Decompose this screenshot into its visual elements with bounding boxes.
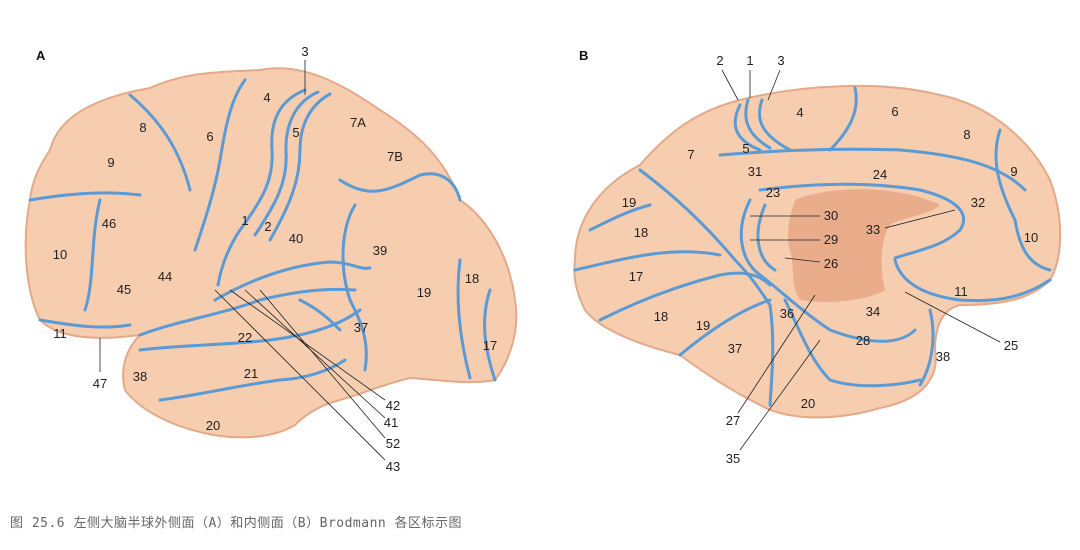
area-label-24: 24 [873, 167, 887, 182]
area-label-4: 4 [796, 105, 803, 120]
area-label-45: 45 [117, 282, 131, 297]
area-label-6: 6 [891, 104, 898, 119]
panel-b-title: B [579, 48, 588, 63]
area-label-8: 8 [963, 127, 970, 142]
area-label-43: 43 [386, 459, 400, 474]
area-label-11: 11 [53, 326, 67, 341]
area-label-44: 44 [158, 269, 172, 284]
area-label-21: 21 [244, 366, 258, 381]
area-label-17: 17 [629, 269, 643, 284]
area-label-47: 47 [93, 376, 107, 391]
area-label-7b: 7B [387, 149, 403, 164]
area-label-27: 27 [726, 413, 740, 428]
area-label-19: 19 [696, 318, 710, 333]
area-label-7: 7 [687, 147, 694, 162]
area-label-18: 18 [465, 271, 479, 286]
area-label-1: 1 [746, 53, 753, 68]
area-label-10: 10 [53, 247, 67, 262]
area-label-11: 11 [954, 284, 968, 299]
area-label-38: 38 [936, 349, 950, 364]
lateral-hemisphere [24, 67, 518, 439]
area-label-41: 41 [384, 415, 398, 430]
area-label-36: 36 [780, 306, 794, 321]
area-label-38: 38 [133, 369, 147, 384]
leader-lines [99, 60, 1001, 461]
area-label-3: 3 [777, 53, 784, 68]
area-label-19: 19 [417, 285, 431, 300]
area-label-28: 28 [856, 333, 870, 348]
area-label-46: 46 [102, 216, 116, 231]
panel-a-labels: 3 4 8 6 5 7A 7B 9 46 10 1 2 40 39 44 45 18 19 11 22 37 17 47 38… [53, 44, 497, 474]
area-label-34: 34 [866, 304, 880, 319]
area-label-6: 6 [206, 129, 213, 144]
area-label-26: 26 [824, 256, 838, 271]
area-label-37: 37 [354, 320, 368, 335]
area-label-31: 31 [748, 164, 762, 179]
area-label-40: 40 [289, 231, 303, 246]
area-label-1: 1 [241, 213, 248, 228]
area-label-5: 5 [742, 141, 749, 156]
area-label-39: 39 [373, 243, 387, 258]
area-label-17: 17 [483, 338, 497, 353]
area-label-29: 29 [824, 232, 838, 247]
area-label-20: 20 [801, 396, 815, 411]
area-label-23: 23 [766, 185, 780, 200]
area-label-7a: 7A [350, 115, 366, 130]
area-label-4: 4 [263, 90, 270, 105]
area-label-10: 10 [1024, 230, 1038, 245]
area-label-35: 35 [726, 451, 740, 466]
area-label-25: 25 [1004, 338, 1018, 353]
area-label-2: 2 [716, 53, 723, 68]
area-label-18: 18 [634, 225, 648, 240]
area-label-37: 37 [728, 341, 742, 356]
area-label-30: 30 [824, 208, 838, 223]
area-label-9: 9 [107, 155, 114, 170]
figure-caption: 图 25.6 左侧大脑半球外侧面（A）和内侧面（B）Brodmann 各区标示图 [10, 516, 463, 531]
area-label-3: 3 [301, 44, 308, 59]
area-label-8: 8 [139, 120, 146, 135]
area-label-52: 52 [386, 436, 400, 451]
medial-hemisphere [573, 84, 1062, 419]
panel-a-title: A [36, 48, 46, 63]
area-label-9: 9 [1010, 164, 1017, 179]
area-label-22: 22 [238, 330, 252, 345]
area-label-33: 33 [866, 222, 880, 237]
area-label-19: 19 [622, 195, 636, 210]
area-label-32: 32 [971, 195, 985, 210]
area-label-5: 5 [292, 125, 299, 140]
area-label-2: 2 [264, 219, 271, 234]
area-label-18: 18 [654, 309, 668, 324]
area-label-20: 20 [206, 418, 220, 433]
area-label-42: 42 [386, 398, 400, 413]
